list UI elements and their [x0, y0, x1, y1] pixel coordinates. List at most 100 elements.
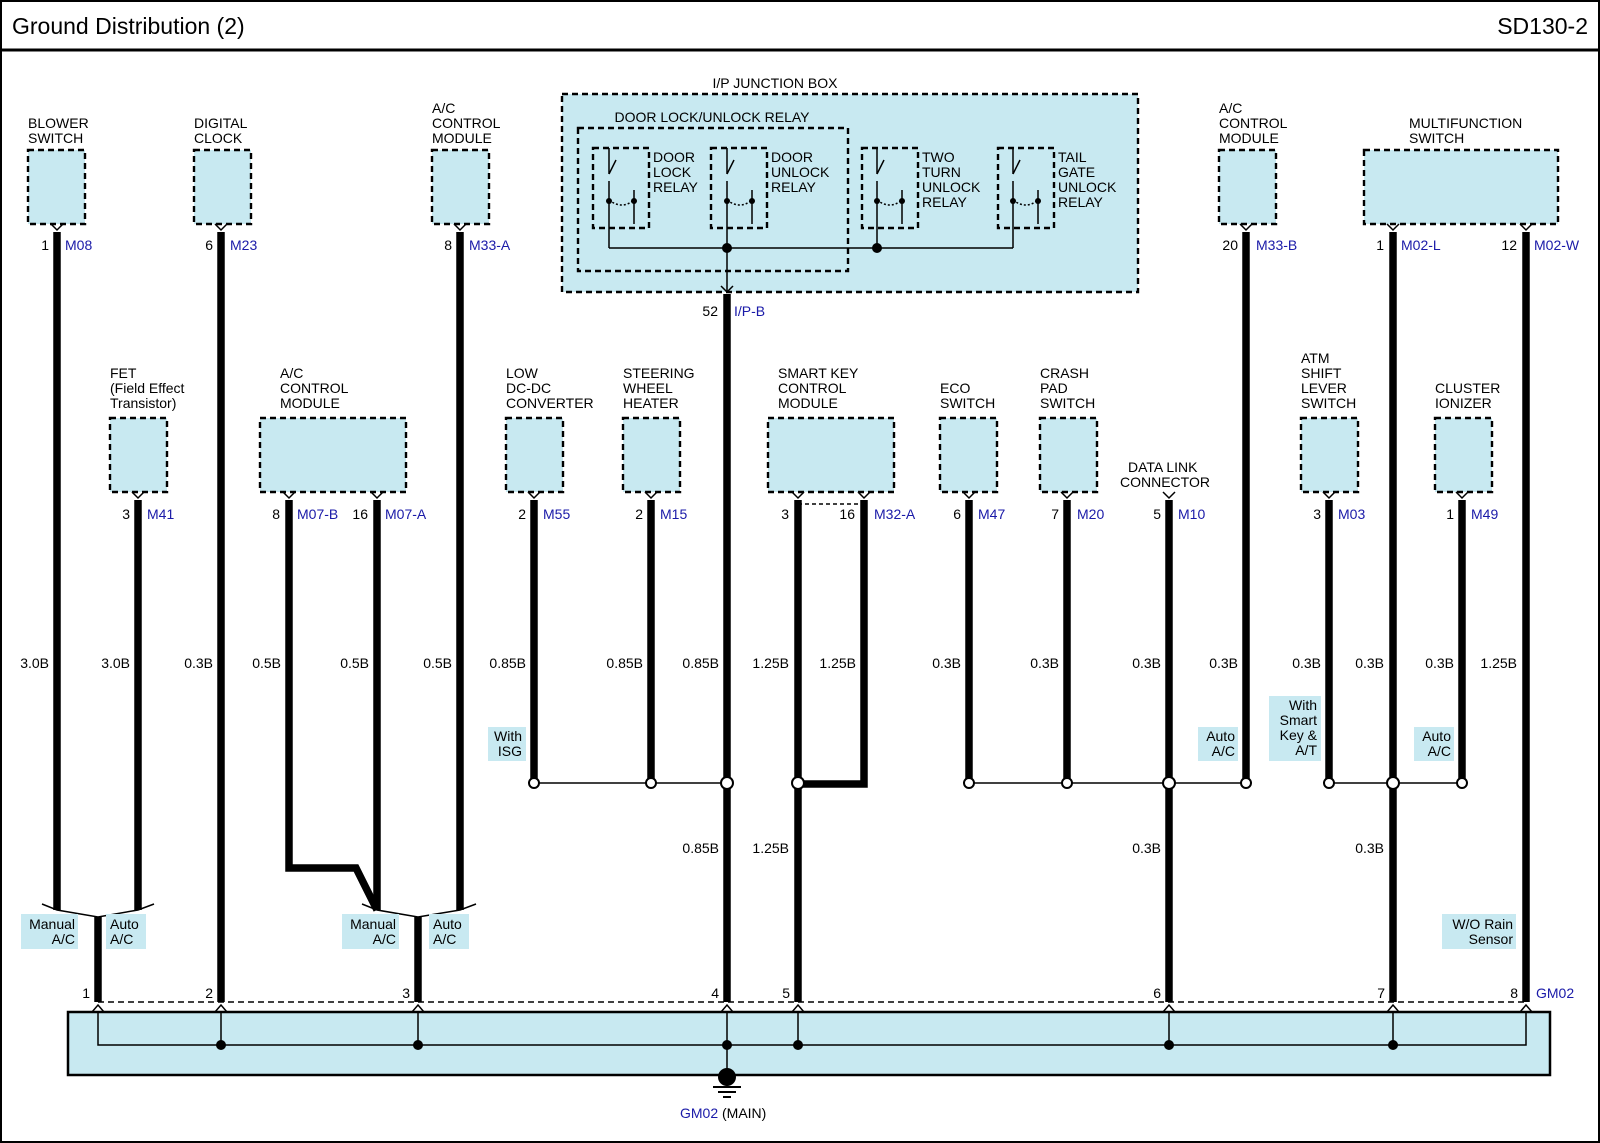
svg-text:M32-A: M32-A	[874, 506, 916, 522]
option-labels: With ISG Auto A/C With Smart Key & A/T A…	[21, 696, 1516, 949]
svg-text:6: 6	[1153, 985, 1161, 1001]
eco-switch: ECO SWITCH 6 M47	[938, 380, 1005, 522]
svg-text:M20: M20	[1077, 506, 1104, 522]
svg-text:W/O Rain: W/O Rain	[1452, 916, 1513, 932]
svg-text:DOOR: DOOR	[653, 149, 695, 165]
svg-text:1.25B: 1.25B	[752, 655, 789, 671]
svg-text:DATA LINK: DATA LINK	[1128, 459, 1198, 475]
svg-text:GATE: GATE	[1058, 164, 1095, 180]
door-unlock-relay: DOOR UNLOCK RELAY	[709, 146, 830, 248]
svg-text:SWITCH: SWITCH	[940, 395, 995, 411]
svg-text:7: 7	[1377, 985, 1385, 1001]
svg-text:A/C: A/C	[373, 931, 396, 947]
svg-text:M10: M10	[1178, 506, 1205, 522]
svg-text:M08: M08	[65, 237, 92, 253]
svg-text:Sensor: Sensor	[1469, 931, 1514, 947]
crash-pad-switch: CRASH PAD SWITCH 7 M20	[1038, 365, 1104, 522]
svg-text:8: 8	[1510, 985, 1518, 1001]
svg-text:CONTROL: CONTROL	[280, 380, 349, 396]
svg-text:M47: M47	[978, 506, 1005, 522]
svg-text:1: 1	[41, 237, 49, 253]
svg-text:1: 1	[82, 985, 90, 1001]
svg-text:M02-W: M02-W	[1534, 237, 1580, 253]
svg-text:SWITCH: SWITCH	[1301, 395, 1356, 411]
svg-text:3.0B: 3.0B	[20, 655, 49, 671]
svg-text:SWITCH: SWITCH	[1409, 130, 1464, 146]
svg-text:Transistor): Transistor)	[110, 395, 176, 411]
svg-text:2: 2	[205, 985, 213, 1001]
svg-text:With: With	[1289, 697, 1317, 713]
svg-text:0.85B: 0.85B	[682, 840, 719, 856]
svg-text:M15: M15	[660, 506, 687, 522]
svg-text:A/C: A/C	[1428, 743, 1451, 759]
svg-text:Key &: Key &	[1280, 727, 1318, 743]
svg-text:20: 20	[1222, 237, 1238, 253]
svg-text:3: 3	[1313, 506, 1321, 522]
svg-text:5: 5	[1153, 506, 1161, 522]
svg-text:UNLOCK: UNLOCK	[922, 179, 981, 195]
svg-text:M33-A: M33-A	[469, 237, 511, 253]
svg-text:MODULE: MODULE	[1219, 130, 1279, 146]
blower-switch: BLOWER SWITCH 1 M08	[26, 115, 92, 253]
svg-text:Manual: Manual	[29, 916, 75, 932]
svg-text:UNLOCK: UNLOCK	[1058, 179, 1117, 195]
svg-text:8: 8	[444, 237, 452, 253]
svg-text:4: 4	[711, 985, 719, 1001]
svg-text:Smart: Smart	[1280, 712, 1317, 728]
svg-text:5: 5	[782, 985, 790, 1001]
svg-text:0.3B: 0.3B	[184, 655, 213, 671]
svg-text:Auto: Auto	[1206, 728, 1235, 744]
svg-text:1: 1	[1446, 506, 1454, 522]
svg-text:M02-L: M02-L	[1401, 237, 1441, 253]
svg-text:M23: M23	[230, 237, 257, 253]
ac-control-module-m07: A/C CONTROL MODULE 8 M07-B 16 M07-A	[258, 365, 427, 522]
svg-text:6: 6	[205, 237, 213, 253]
svg-text:PAD: PAD	[1040, 380, 1068, 396]
svg-text:0.3B: 0.3B	[932, 655, 961, 671]
svg-text:Manual: Manual	[350, 916, 396, 932]
ground-symbol-icon	[713, 1068, 741, 1098]
svg-text:16: 16	[352, 506, 368, 522]
svg-text:ECO: ECO	[940, 380, 970, 396]
atm-shift-lever-switch: ATM SHIFT LEVER SWITCH 3 M03	[1299, 350, 1365, 522]
svg-text:I/P-B: I/P-B	[734, 303, 765, 319]
page-title: Ground Distribution (2)	[12, 13, 245, 39]
svg-text:FET: FET	[110, 365, 137, 381]
svg-text:6: 6	[953, 506, 961, 522]
svg-text:(Field Effect: (Field Effect	[110, 380, 185, 396]
svg-text:1.25B: 1.25B	[1480, 655, 1517, 671]
svg-text:DOOR: DOOR	[771, 149, 813, 165]
svg-text:CLUSTER: CLUSTER	[1435, 380, 1500, 396]
svg-text:DC-DC: DC-DC	[506, 380, 551, 396]
svg-text:A/C: A/C	[432, 100, 455, 116]
svg-text:DOOR LOCK/UNLOCK RELAY: DOOR LOCK/UNLOCK RELAY	[614, 109, 810, 125]
svg-text:TURN: TURN	[922, 164, 961, 180]
svg-text:RELAY: RELAY	[922, 194, 968, 210]
svg-text:WHEEL: WHEEL	[623, 380, 673, 396]
svg-text:52: 52	[702, 303, 718, 319]
svg-text:CONNECTOR: CONNECTOR	[1120, 474, 1210, 490]
svg-text:LEVER: LEVER	[1301, 380, 1347, 396]
svg-text:0.85B: 0.85B	[606, 655, 643, 671]
svg-text:0.3B: 0.3B	[1355, 655, 1384, 671]
svg-text:SWITCH: SWITCH	[28, 130, 83, 146]
svg-text:3: 3	[402, 985, 410, 1001]
svg-text:0.3B: 0.3B	[1292, 655, 1321, 671]
data-link-connector: DATA LINK CONNECTOR 5 M10	[1120, 459, 1210, 522]
ac-control-module-m33a: A/C CONTROL MODULE 8 M33-A	[430, 100, 511, 253]
svg-text:0.3B: 0.3B	[1355, 840, 1384, 856]
svg-text:DIGITAL: DIGITAL	[194, 115, 248, 131]
svg-text:RELAY: RELAY	[771, 179, 817, 195]
svg-text:MULTIFUNCTION: MULTIFUNCTION	[1409, 115, 1522, 131]
svg-text:M07-B: M07-B	[297, 506, 338, 522]
ip-junction-box: I/P JUNCTION BOX DOOR LOCK/UNLOCK RELAY …	[560, 75, 1140, 319]
svg-text:CRASH: CRASH	[1040, 365, 1089, 381]
svg-text:HEATER: HEATER	[623, 395, 679, 411]
svg-text:1.25B: 1.25B	[752, 840, 789, 856]
svg-text:SWITCH: SWITCH	[1040, 395, 1095, 411]
ground-block-gm02: GM02 (MAIN) 1 2 3 4 5 6 7 8 GM02	[66, 985, 1574, 1121]
svg-text:CONTROL: CONTROL	[1219, 115, 1288, 131]
svg-text:A/C: A/C	[1219, 100, 1242, 116]
svg-text:3: 3	[781, 506, 789, 522]
